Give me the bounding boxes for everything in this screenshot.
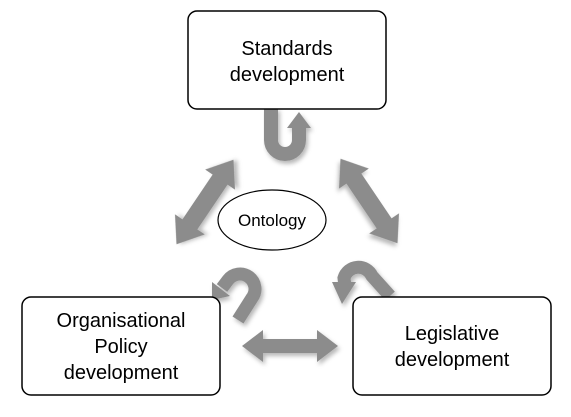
node-organisational-policy-development: Organisational Policy development bbox=[21, 296, 221, 396]
node-legislative-development: Legislative development bbox=[352, 296, 552, 396]
node-ontology: Ontology bbox=[217, 189, 327, 251]
legislative-line-1: Legislative bbox=[405, 323, 500, 345]
u-turn-arrow-policy bbox=[212, 267, 262, 324]
standards-line-2: development bbox=[230, 64, 345, 86]
policy-line-1: Organisational bbox=[57, 310, 186, 332]
u-turn-arrow-legislative bbox=[332, 260, 395, 304]
double-arrow-standards-policy bbox=[174, 159, 236, 245]
policy-line-2: Policy bbox=[94, 336, 147, 358]
legislative-line-2: development bbox=[395, 349, 510, 371]
double-arrow-standards-legislative bbox=[338, 158, 400, 244]
ontology-label: Ontology bbox=[238, 211, 307, 230]
node-standards-development: Standards development bbox=[187, 10, 387, 110]
policy-line-3: development bbox=[64, 362, 179, 384]
double-arrow-policy-legislative bbox=[242, 330, 338, 362]
u-turn-arrow-standards bbox=[264, 108, 311, 161]
standards-line-1: Standards bbox=[241, 38, 332, 60]
